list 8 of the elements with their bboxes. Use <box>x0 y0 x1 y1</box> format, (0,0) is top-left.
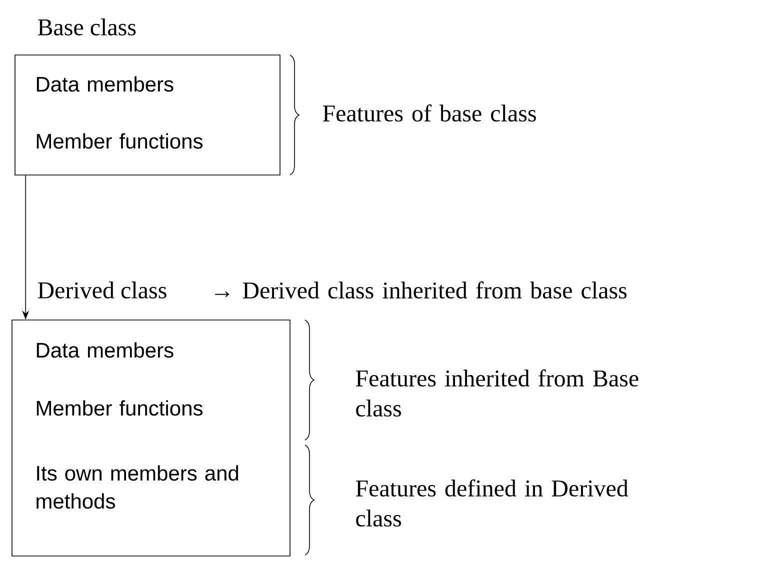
class-box: Data members Member functions <box>14 54 280 176</box>
annotation-text: Features defined in Derived class <box>356 479 628 527</box>
annotation-text: Features of base class <box>322 104 536 122</box>
class-box: Data members Member functions Its own members and methods <box>12 320 290 556</box>
annotation-text: → Derived class inherited from base class <box>215 281 627 299</box>
annotation-text: Features inherited from Base class <box>356 369 638 417</box>
class-heading: Derived class <box>38 282 166 298</box>
class-heading: Base class <box>38 18 136 36</box>
